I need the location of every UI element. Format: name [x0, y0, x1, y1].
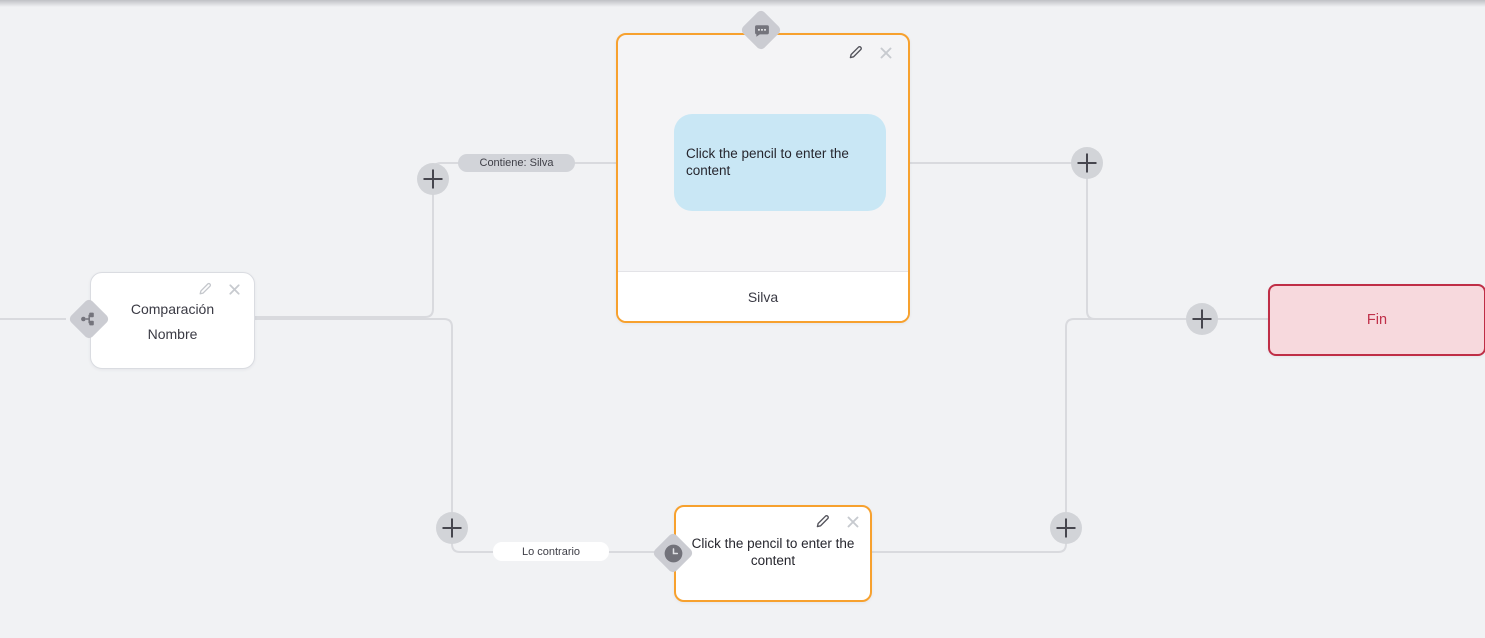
- add-node-button-before-end[interactable]: [1186, 303, 1218, 335]
- edge-delay-to-end: [868, 318, 1268, 553]
- message-bubble: Click the pencil to enter the content: [674, 114, 886, 211]
- end-node-label: Fin: [1366, 312, 1388, 328]
- plus-icon: [1077, 153, 1097, 173]
- pencil-icon[interactable]: [847, 44, 864, 61]
- branch-icon: [81, 312, 94, 326]
- message-node-footer: Silva: [618, 271, 908, 321]
- condition-port[interactable]: [66, 296, 112, 342]
- edge-condition-false: [253, 318, 674, 553]
- condition-node-title: Comparación Nombre: [91, 297, 254, 347]
- end-node[interactable]: Fin: [1268, 284, 1485, 356]
- add-node-button-bottom-branch[interactable]: [436, 512, 468, 544]
- chat-bubble-icon: [754, 24, 769, 37]
- delay-node-text: Click the pencil to enter the content: [676, 535, 870, 569]
- edge-label-contrario: Lo contrario: [493, 542, 609, 561]
- pencil-icon[interactable]: [197, 281, 213, 297]
- edge-label-contiene: Contiene: Silva: [458, 154, 575, 172]
- delay-port[interactable]: [650, 530, 696, 576]
- message-footer-text: Silva: [747, 288, 779, 305]
- clock-icon: [664, 544, 682, 562]
- pencil-icon[interactable]: [814, 513, 831, 530]
- message-bubble-text: Click the pencil to enter the content: [686, 146, 849, 178]
- message-node[interactable]: Click the pencil to enter the content Si…: [616, 33, 910, 323]
- message-port[interactable]: [738, 7, 784, 53]
- add-node-button-after-message[interactable]: [1071, 147, 1103, 179]
- edge-label-text: Lo contrario: [521, 545, 581, 558]
- delay-node[interactable]: Click the pencil to enter the content: [674, 505, 872, 602]
- edge-label-text: Contiene: Silva: [479, 157, 554, 169]
- close-icon[interactable]: [227, 282, 242, 297]
- close-icon[interactable]: [845, 514, 861, 530]
- plus-icon: [423, 169, 443, 189]
- plus-icon: [1056, 518, 1076, 538]
- condition-title-line1: Comparación: [130, 301, 215, 317]
- condition-node[interactable]: Comparación Nombre: [90, 272, 255, 369]
- add-node-button-after-delay[interactable]: [1050, 512, 1082, 544]
- plus-icon: [442, 518, 462, 538]
- edge-message-to-end: [906, 162, 1268, 320]
- plus-icon: [1192, 309, 1212, 329]
- condition-title-line2: Nombre: [147, 326, 198, 342]
- close-icon[interactable]: [878, 45, 894, 61]
- delay-text-value: Click the pencil to enter the content: [691, 536, 855, 568]
- add-node-button-top-branch[interactable]: [417, 163, 449, 195]
